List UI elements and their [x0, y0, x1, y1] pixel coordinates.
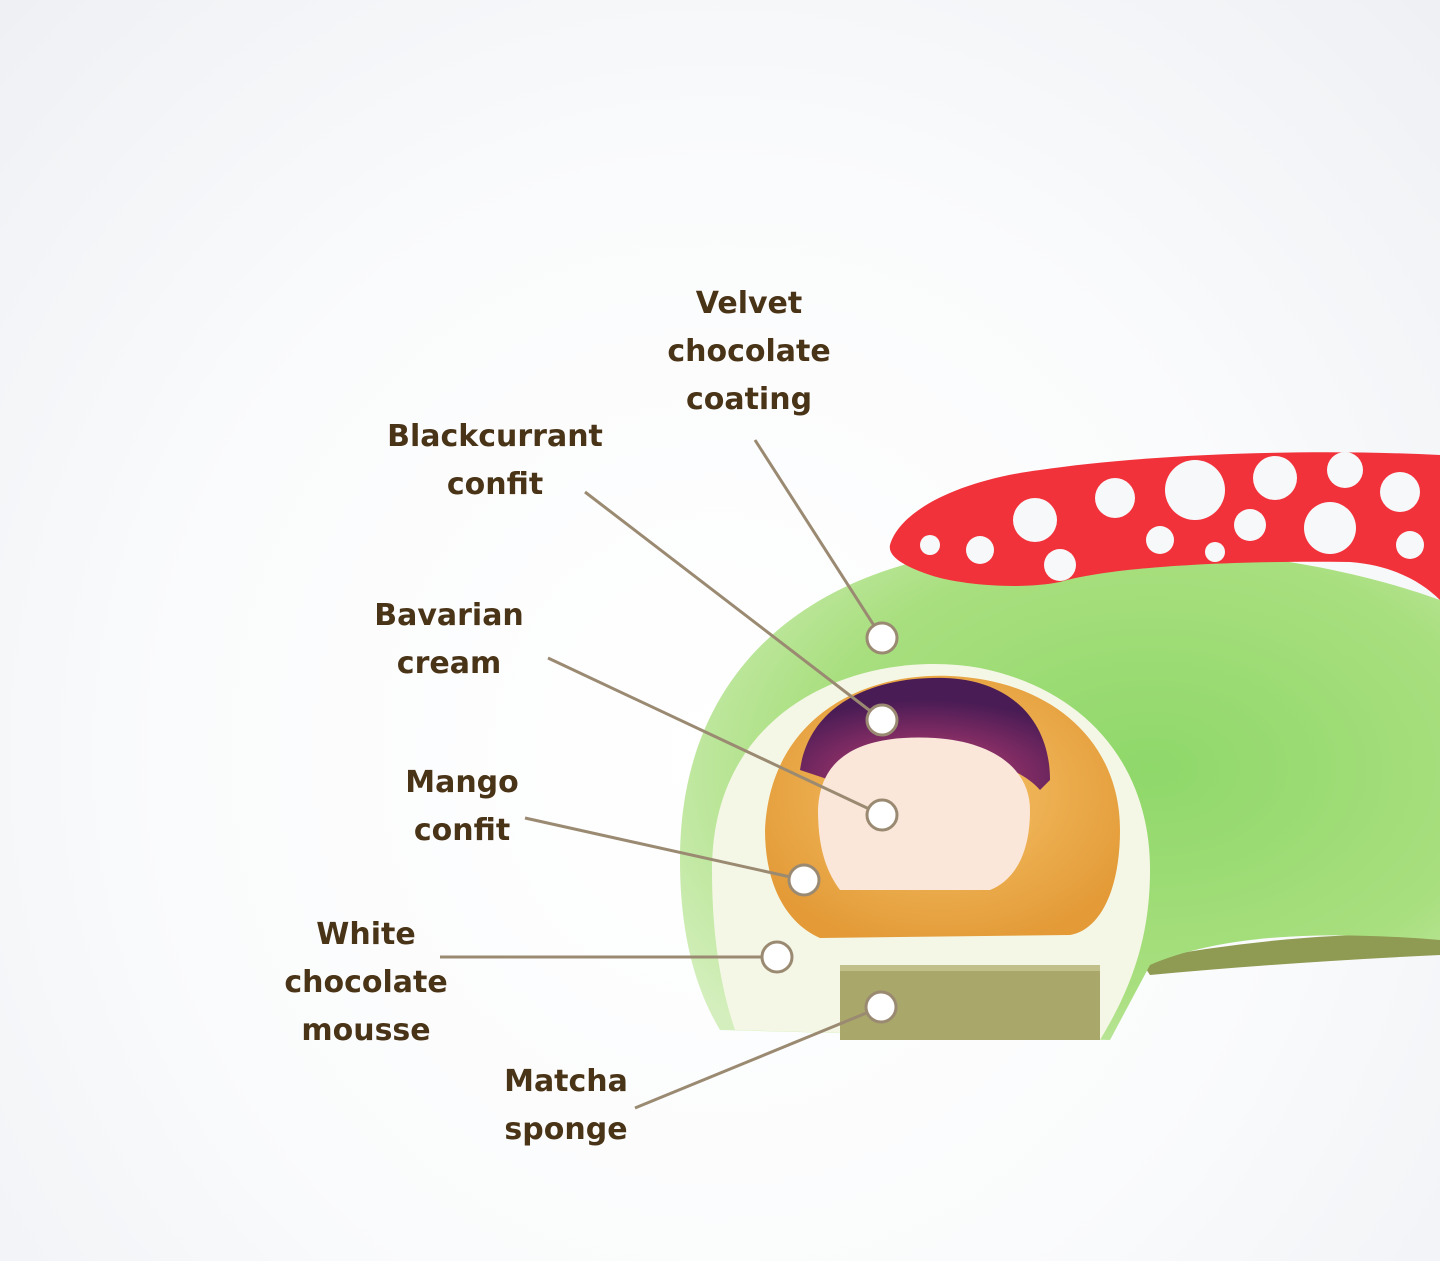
label-line: White	[316, 917, 416, 952]
dessert-base	[1140, 934, 1440, 975]
leader-line-bavarian-cream	[547, 656, 883, 817]
label-mango-confit: Mango confit	[405, 759, 519, 855]
label-velvet-chocolate-coating: Velvet chocolate coating	[667, 280, 830, 424]
label-bavarian-cream: Bavarian cream	[374, 592, 524, 688]
label-line: Velvet	[695, 286, 803, 321]
leader-lines	[440, 439, 884, 1110]
label-line: Mango	[405, 765, 519, 800]
label-blackcurrant-confit: Blackcurrant confit	[387, 413, 603, 509]
label-line: confit	[446, 467, 544, 502]
label-white-chocolate-mousse: White chocolate mousse	[284, 911, 447, 1055]
label-line: Matcha	[504, 1064, 628, 1099]
label-matcha-sponge: Matcha sponge	[504, 1058, 628, 1154]
label-line: sponge	[504, 1112, 628, 1147]
label-line: cream	[396, 646, 502, 681]
leader-line-matcha-sponge	[634, 1005, 882, 1110]
marker-blackcurrant-confit	[865, 703, 899, 737]
marker-bavarian-cream	[865, 798, 899, 832]
marker-white-chocolate-mousse	[760, 940, 794, 974]
label-line: chocolate	[284, 965, 448, 1000]
leader-line-blackcurrant-confit	[584, 490, 883, 722]
red-lace-decoration	[889, 452, 1440, 600]
marker-velvet-chocolate-coating	[865, 621, 899, 655]
label-line: chocolate	[667, 334, 831, 369]
marker-mango-confit	[787, 863, 821, 897]
leader-line-mango-confit	[524, 816, 805, 882]
label-line: Blackcurrant	[387, 419, 603, 454]
leader-line-velvet-chocolate-coating	[753, 439, 884, 639]
bavarian-cream-layer	[818, 737, 1030, 890]
label-line: coating	[685, 382, 813, 417]
marker-matcha-sponge	[864, 990, 898, 1024]
label-line: mousse	[301, 1013, 431, 1048]
label-line: Bavarian	[374, 598, 524, 633]
label-line: confit	[413, 813, 511, 848]
layer-markers	[760, 621, 899, 1024]
